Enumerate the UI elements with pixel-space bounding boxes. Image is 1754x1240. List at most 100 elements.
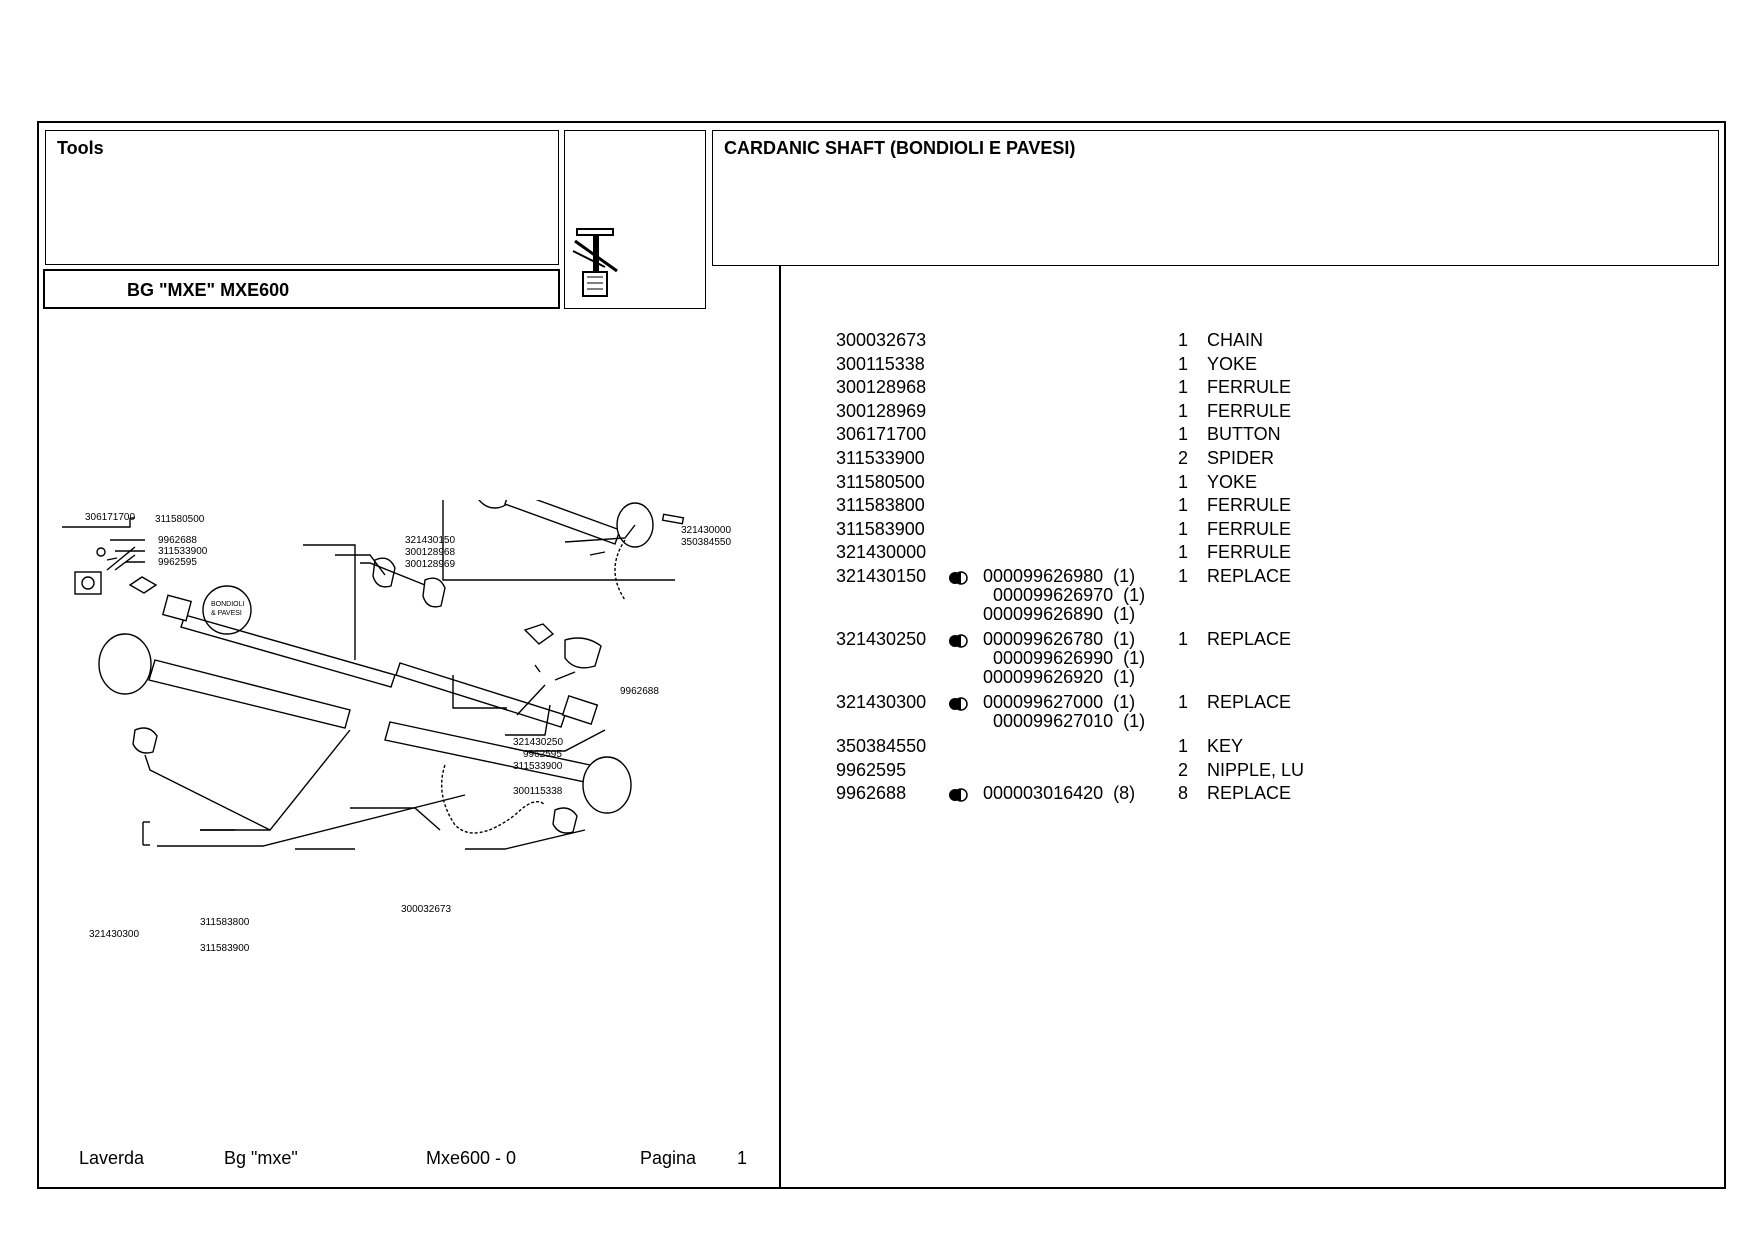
part-qty: 2 <box>1178 448 1189 468</box>
part-desc: REPLACE <box>1207 566 1292 586</box>
diagram-label: 9962688 <box>158 535 197 546</box>
column-divider <box>779 265 781 1189</box>
part-desc: REPLACE <box>1207 629 1292 649</box>
parts-row: 311583900 1 FERRULE <box>836 518 1396 544</box>
footer-page-label: Pagina <box>640 1148 697 1168</box>
parts-row: 9962688 000003016420 (8) 8 REPLACE <box>836 784 1396 808</box>
replacement-code: 000099626990 (1) <box>993 648 1146 668</box>
part-code: 311583900 <box>836 518 925 539</box>
part-qty: 1 <box>1178 692 1189 712</box>
part-code: 300115338 <box>836 353 925 374</box>
diagram-label: 311533900 <box>158 546 208 557</box>
model-title: BG "MXE" MXE600 <box>127 280 290 300</box>
part-desc: YOKE <box>1207 471 1258 492</box>
group-box: CARDANIC SHAFT (BONDIOLI E PAVESI) <box>712 130 1719 266</box>
part-qty: 1 <box>1178 566 1189 586</box>
part-qty: 8 <box>1178 783 1189 804</box>
group-title: CARDANIC SHAFT (BONDIOLI E PAVESI) <box>724 138 1076 158</box>
replacement-code: 000099626980 (1) <box>983 566 1136 586</box>
parts-row: 321430150 000099626980 (1)000099626970 (1… <box>836 567 1396 628</box>
diagram-label: 300128968 <box>405 547 455 558</box>
tools-icon-box <box>564 130 706 309</box>
part-desc: NIPPLE, LU <box>1207 759 1305 780</box>
part-desc: YOKE <box>1207 353 1258 374</box>
parts-row: 9962595 2 NIPPLE, LU <box>836 759 1396 785</box>
part-code: 300032673 <box>836 330 927 350</box>
part-code: 321430300 <box>836 692 927 712</box>
part-desc: CHAIN <box>1207 330 1264 350</box>
diagram-label: 321430300 <box>89 929 139 940</box>
part-qty: 1 <box>1178 518 1189 539</box>
part-code: 311583800 <box>836 495 925 516</box>
footer-page-number: 1 <box>737 1148 748 1168</box>
part-qty: 1 <box>1178 400 1189 421</box>
part-desc: FERRULE <box>1207 542 1292 563</box>
part-desc: FERRULE <box>1207 495 1292 516</box>
diagram-label: 311533900 <box>513 761 563 772</box>
parts-row: 321430250 000099626780 (1)000099626990 (1… <box>836 630 1396 691</box>
replacement-indicator-icon <box>948 632 968 653</box>
part-qty: 1 <box>1178 377 1189 398</box>
cardan-shaft-diagram: 306171700 311580500 9962688 311533900 99… <box>62 500 731 954</box>
diagram-label: 300115338 <box>513 786 563 797</box>
tools-icon <box>572 228 618 297</box>
part-code: 311533900 <box>836 448 925 468</box>
part-code: 321430000 <box>836 542 927 563</box>
diagram-label: 321430150 <box>405 535 455 546</box>
replacement-code: 000099626970 (1) <box>993 585 1146 605</box>
part-desc: FERRULE <box>1207 377 1292 398</box>
footer-series: Bg "mxe" <box>224 1148 298 1168</box>
part-qty: 1 <box>1178 353 1189 374</box>
replacement-code: 000099627000 (1) <box>983 692 1136 712</box>
part-qty: 2 <box>1178 759 1189 780</box>
diagram-label: 306171700 <box>85 512 135 523</box>
section-box: Tools <box>45 130 559 265</box>
footer-brand: Laverda <box>79 1148 145 1168</box>
parts-row: 311580500 1 YOKE <box>836 471 1396 497</box>
part-code: 306171700 <box>836 424 927 445</box>
diagram-label: 9962688 <box>620 686 659 697</box>
part-qty: 1 <box>1178 495 1189 516</box>
section-title: Tools <box>57 138 104 158</box>
replacement-indicator-icon <box>948 695 968 716</box>
diagram-label: 311583900 <box>200 943 250 954</box>
replacement-code: 000003016420 (8) <box>983 783 1136 804</box>
part-qty: 1 <box>1178 629 1189 649</box>
diagram-label: 311580500 <box>155 514 205 525</box>
logo-text: & PAVESI <box>211 610 242 617</box>
part-code: 350384550 <box>836 736 927 756</box>
page-frame <box>37 121 1726 1189</box>
diagram-label: 321430000 <box>681 525 731 536</box>
part-code: 321430250 <box>836 629 927 649</box>
part-desc: BUTTON <box>1207 424 1281 445</box>
diagram-label: 350384550 <box>681 537 731 548</box>
diagram-label: 300032673 <box>401 904 451 915</box>
part-code: 311580500 <box>836 471 925 492</box>
replacement-code: 000099626780 (1) <box>983 629 1136 649</box>
replacement-indicator-icon <box>948 569 968 590</box>
diagram-label: 300128969 <box>405 559 455 570</box>
replacement-indicator-icon <box>948 786 968 807</box>
part-code: 321430150 <box>836 566 927 586</box>
diagram-label: 321430250 <box>513 737 563 748</box>
part-code: 9962595 <box>836 759 907 780</box>
part-desc: REPLACE <box>1207 783 1292 804</box>
part-desc: REPLACE <box>1207 692 1292 712</box>
replacement-code: 000099626890 (1) <box>983 604 1136 624</box>
diagram-label: 9962595 <box>523 749 562 760</box>
part-qty: 1 <box>1178 330 1189 350</box>
logo-text: BONDIOLI <box>211 601 245 608</box>
part-qty: 1 <box>1178 471 1189 492</box>
part-qty: 1 <box>1178 542 1189 563</box>
model-box: BG "MXE" MXE600 <box>43 269 560 309</box>
part-code: 9962688 <box>836 783 907 804</box>
part-desc: FERRULE <box>1207 400 1292 421</box>
part-desc: FERRULE <box>1207 518 1292 539</box>
parts-row: 300115338 1 YOKE <box>836 353 1396 379</box>
replacement-code: 000099626920 (1) <box>983 667 1136 687</box>
